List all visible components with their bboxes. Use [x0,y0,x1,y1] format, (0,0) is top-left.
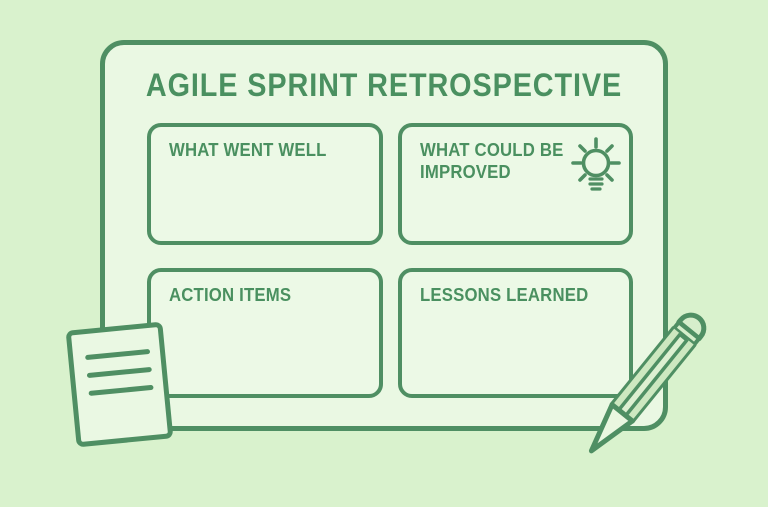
notepad-line [85,348,151,361]
pencil-illustration [588,312,707,454]
quadrant-label: WHAT WENT WELL [169,140,327,160]
lightbulb-icon [571,137,621,191]
notepad-line [86,366,152,379]
quadrant-lessons-learned: LESSONS LEARNED [398,268,633,398]
quadrant-label: LESSONS LEARNED [420,285,589,305]
quadrant-action-items: ACTION ITEMS [147,268,383,398]
retrospective-board: AGILE SPRINT RETROSPECTIVE WHAT WENT WEL… [100,40,668,431]
notepad-illustration [65,321,174,448]
page-title: AGILE SPRINT RETROSPECTIVE [145,67,623,103]
quadrant-what-went-well: WHAT WENT WELL [147,123,383,245]
quadrant-label: ACTION ITEMS [169,285,292,305]
quadrant-label: WHAT COULD BE IMPROVED [420,140,564,182]
quadrant-what-could-be-improved: WHAT COULD BE IMPROVED [398,123,633,245]
notepad-line [88,384,154,396]
